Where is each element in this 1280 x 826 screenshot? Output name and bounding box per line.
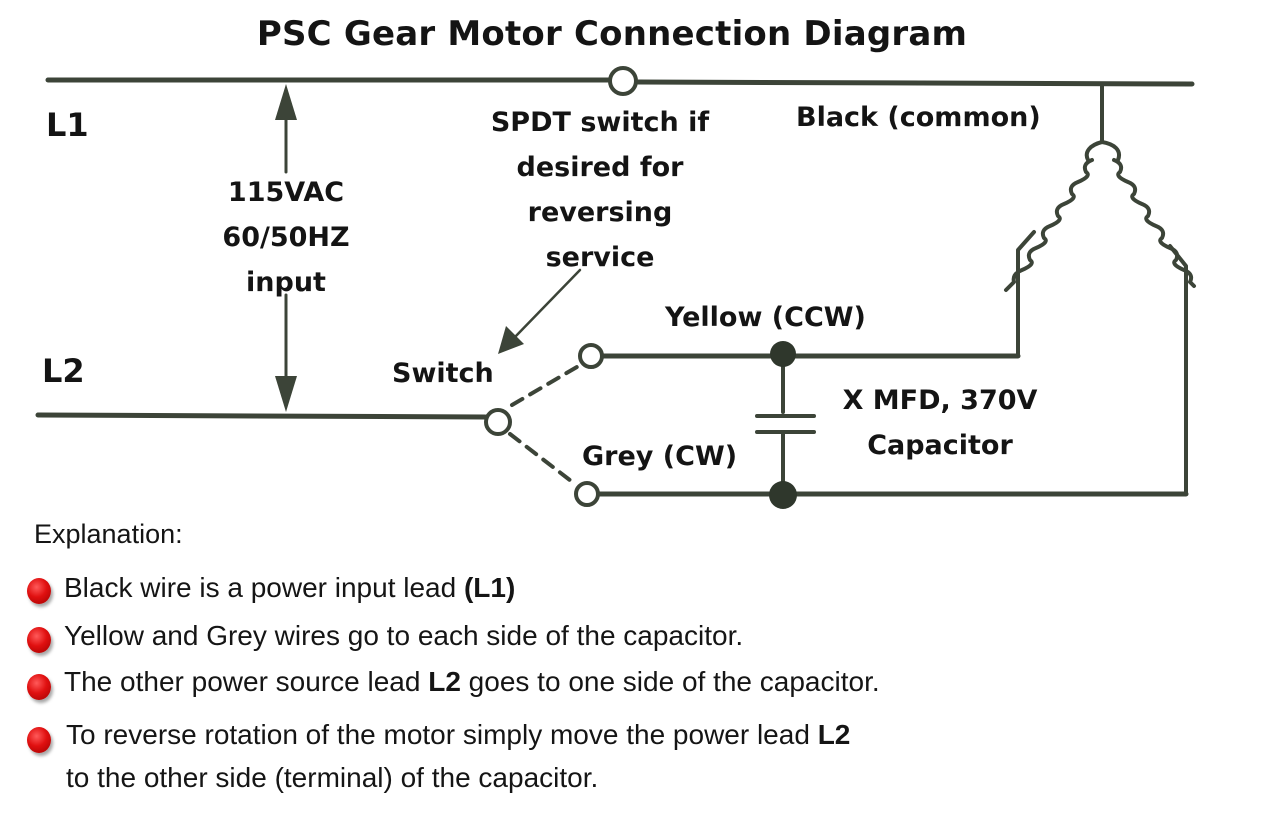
grey-junction-dot <box>769 481 797 509</box>
voltage-arrowhead-down <box>275 376 297 412</box>
explanation-item-bold: L2 <box>428 666 461 697</box>
capacitor-label-line1: X MFD, 370V <box>842 385 1038 416</box>
motor-winding-right <box>1100 140 1196 288</box>
capacitor-label: X MFD, 370V Capacitor <box>830 378 1050 468</box>
spdt-note: SPDT switch if desired for reversing ser… <box>460 100 740 280</box>
red-bullet-icon <box>27 674 51 700</box>
switch-arm-upper <box>510 362 584 407</box>
spdt-note-line1: SPDT switch if <box>490 107 710 138</box>
l1-terminal <box>608 66 638 96</box>
explanation-item-text: Yellow and Grey wires go to each side of… <box>64 620 743 652</box>
l2-wire <box>35 412 488 420</box>
voltage-label-line3: input <box>246 267 326 298</box>
explanation-item-text: The other power source lead L2 goes to o… <box>64 666 880 698</box>
explanation-item-bold: L2 <box>817 719 851 750</box>
explanation-item-text-tail: goes to one side of the capacitor. <box>460 666 880 697</box>
explanation-item-text-main: Black wire is a power input lead <box>64 572 464 603</box>
red-bullet-icon <box>27 727 51 753</box>
switch-pointer-arrow-shaft <box>512 268 582 340</box>
switch-upper-terminal <box>578 343 604 369</box>
l1-wire-right <box>635 79 1195 87</box>
spdt-note-line2: desired for <box>516 152 684 183</box>
spdt-note-line4: service <box>545 242 655 273</box>
explanation-item-text-main: To reverse rotation of the motor simply … <box>66 719 818 750</box>
diagram-title: PSC Gear Motor Connection Diagram <box>256 14 968 54</box>
red-bullet-icon <box>27 578 51 604</box>
capacitor-label-line2: Capacitor <box>867 430 1013 461</box>
explanation-item-text-line2: to the other side (terminal) of the capa… <box>66 762 599 793</box>
explanation-item-text-main: Yellow and Grey wires go to each side of… <box>64 620 744 651</box>
spdt-note-line3: reversing <box>527 197 673 228</box>
motor-winding-left <box>1004 140 1104 292</box>
switch-pointer-arrowhead <box>498 326 524 354</box>
voltage-label: 115VAC 60/50HZ input <box>196 170 376 305</box>
explanation-item-text: Black wire is a power input lead (L1) <box>64 572 515 604</box>
switch-lower-terminal <box>574 481 600 507</box>
yellow-junction-dot <box>770 341 796 367</box>
black-common-label: Black (common) <box>796 102 1041 133</box>
switch-label: Switch <box>392 358 494 389</box>
explanation-heading: Explanation: <box>34 519 183 549</box>
grey-winding-lead <box>1168 244 1188 496</box>
voltage-label-line1: 115VAC <box>227 177 345 208</box>
l2-label: L2 <box>42 352 85 390</box>
switch-arm-lower <box>508 432 577 486</box>
yellow-winding-lead <box>1016 230 1036 358</box>
voltage-label-line2: 60/50HZ <box>222 222 350 253</box>
explanation-item-bold: (L1) <box>463 572 516 603</box>
yellow-ccw-label: Yellow (CCW) <box>665 302 866 333</box>
explanation-item-text-main: The other power source lead <box>64 666 429 697</box>
red-bullet-icon <box>27 627 51 653</box>
voltage-arrowhead-up <box>275 84 297 120</box>
explanation-item-text: To reverse rotation of the motor simply … <box>66 719 850 751</box>
grey-cw-label: Grey (CW) <box>582 441 738 472</box>
l1-label: L1 <box>46 106 89 144</box>
switch-common-terminal <box>484 408 512 436</box>
